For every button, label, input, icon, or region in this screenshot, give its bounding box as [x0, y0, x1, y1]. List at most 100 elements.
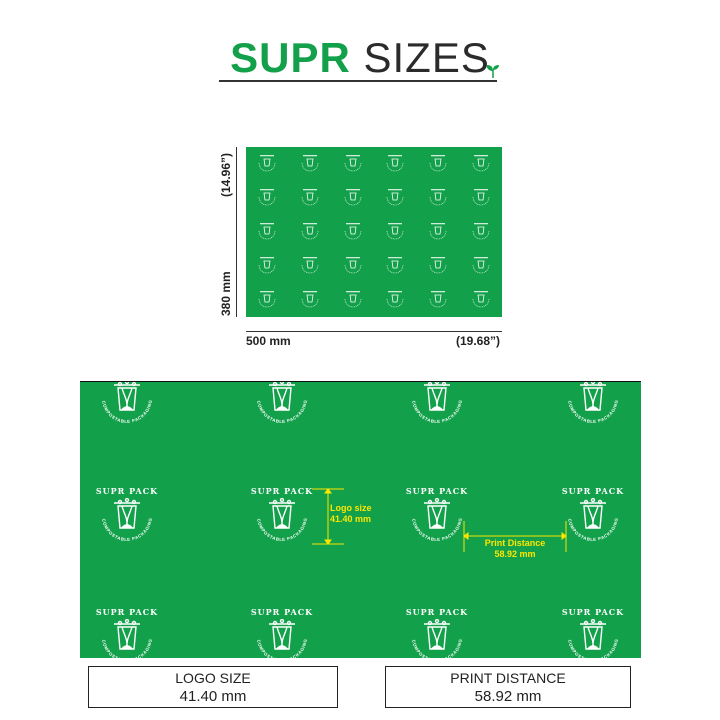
dimension-lines	[312, 488, 567, 552]
tiny-logo-icon	[344, 155, 361, 172]
title-rest: SIZES	[363, 34, 490, 81]
tiny-logo-icon	[301, 291, 319, 308]
tiny-logo-icon	[387, 257, 404, 274]
print-distance-value: 58.92 mm	[494, 549, 536, 559]
logo-name: SUPR PACK	[561, 486, 625, 496]
width-mm: 500 mm	[246, 334, 291, 348]
cup-logo-icon: COMPOSTABLE PACKAGING	[567, 618, 618, 658]
width-line	[246, 331, 502, 332]
tiny-logo-icon	[259, 189, 276, 206]
cup-logo-icon: COMPOSTABLE PACKAGING	[411, 382, 462, 424]
logo-size-box-label: LOGO SIZE	[175, 670, 251, 686]
height-inches: (14.96”)	[219, 152, 233, 197]
cup-logo-icon: COMPOSTABLE PACKAGING	[256, 497, 307, 542]
print-distance-label: Print Distance	[484, 538, 546, 548]
tiny-logo	[331, 215, 374, 249]
logo-size-label: Logo size	[330, 503, 372, 513]
tiny-logo	[331, 181, 374, 215]
logo-size-box-value: 41.40 mm	[179, 688, 247, 705]
tiny-logo	[459, 249, 502, 283]
tiny-logo-icon	[259, 223, 276, 240]
tiny-logo	[331, 147, 374, 181]
tiny-logo	[374, 283, 417, 317]
tiny-logo	[374, 249, 417, 283]
logo-name: SUPR PACK	[405, 486, 469, 496]
tiny-logo-icon	[472, 189, 489, 206]
tiny-logo	[374, 215, 417, 249]
tiny-logo	[289, 147, 332, 181]
sprout-icon	[486, 65, 499, 78]
tiny-logo	[289, 249, 332, 283]
logo-name: SUPR PACK	[561, 607, 625, 617]
cup-logo-icon: COMPOSTABLE PACKAGING	[567, 497, 618, 542]
tiny-logo	[374, 147, 417, 181]
logo-name: SUPR PACK	[405, 607, 469, 617]
tiny-logo-icon	[344, 257, 361, 274]
tiny-logo-icon	[301, 223, 319, 240]
cup-logo-icon: COMPOSTABLE PACKAGING	[411, 497, 462, 542]
tiny-logo	[246, 181, 289, 215]
cup-logo-icon: COMPOSTABLE PACKAGING	[567, 382, 618, 424]
logo-size-box: LOGO SIZE 41.40 mm	[88, 666, 338, 708]
tiny-logo-icon	[344, 189, 361, 206]
tiny-logo	[459, 147, 502, 181]
tiny-logo	[289, 283, 332, 317]
height-line	[236, 147, 237, 317]
tiny-logo	[459, 215, 502, 249]
logo-name: SUPR PACK	[250, 607, 314, 617]
tiny-logo-icon	[387, 223, 404, 240]
tiny-logo	[246, 215, 289, 249]
supr-pack-logo: COMPOSTABLE PACKAGING	[402, 382, 472, 433]
tiny-logo-icon	[429, 155, 447, 172]
logo-name: SUPR PACK	[95, 607, 159, 617]
supr-pack-logo: COMPOSTABLE PACKAGING	[247, 382, 317, 433]
tiny-logo-icon	[472, 291, 489, 308]
tiny-logo	[289, 181, 332, 215]
tiny-logo	[459, 181, 502, 215]
tiny-logo	[331, 283, 374, 317]
supr-pack-logo: COMPOSTABLE PACKAGING	[558, 382, 628, 433]
tiny-logo-icon	[259, 291, 276, 308]
cup-logo-icon: COMPOSTABLE PACKAGING	[411, 618, 462, 658]
tiny-logo-icon	[387, 189, 404, 206]
cup-logo-icon: COMPOSTABLE PACKAGING	[101, 382, 152, 424]
tiny-logo-icon	[472, 155, 489, 172]
tiny-logo-icon	[387, 291, 404, 308]
title-brand: SUPR	[230, 34, 351, 81]
tiny-logo	[374, 181, 417, 215]
tiny-logo-icon	[429, 291, 447, 308]
tiny-logo	[417, 215, 460, 249]
tiny-logo	[417, 147, 460, 181]
supr-pack-logo: COMPOSTABLE PACKAGING	[92, 382, 162, 433]
cup-logo-icon: COMPOSTABLE PACKAGING	[101, 618, 152, 658]
print-distance-box-label: PRINT DISTANCE	[450, 670, 566, 686]
tiny-logo-icon	[301, 257, 319, 274]
tiny-logo-icon	[429, 189, 447, 206]
tiny-logo	[246, 147, 289, 181]
tiny-logo-icon	[429, 223, 447, 240]
tiny-logo	[246, 249, 289, 283]
title-underline	[219, 80, 497, 82]
tiny-logo-icon	[387, 155, 404, 172]
logo-name: SUPR PACK	[250, 486, 314, 496]
cup-logo-icon: COMPOSTABLE PACKAGING	[101, 497, 152, 542]
tiny-logo	[246, 283, 289, 317]
tiny-logo	[459, 283, 502, 317]
logo-name: SUPR PACK	[95, 486, 159, 496]
tiny-logo-icon	[259, 155, 276, 172]
height-mm: 380 mm	[219, 271, 233, 316]
tiny-logo-icon	[301, 155, 319, 172]
tiny-logo-icon	[472, 223, 489, 240]
